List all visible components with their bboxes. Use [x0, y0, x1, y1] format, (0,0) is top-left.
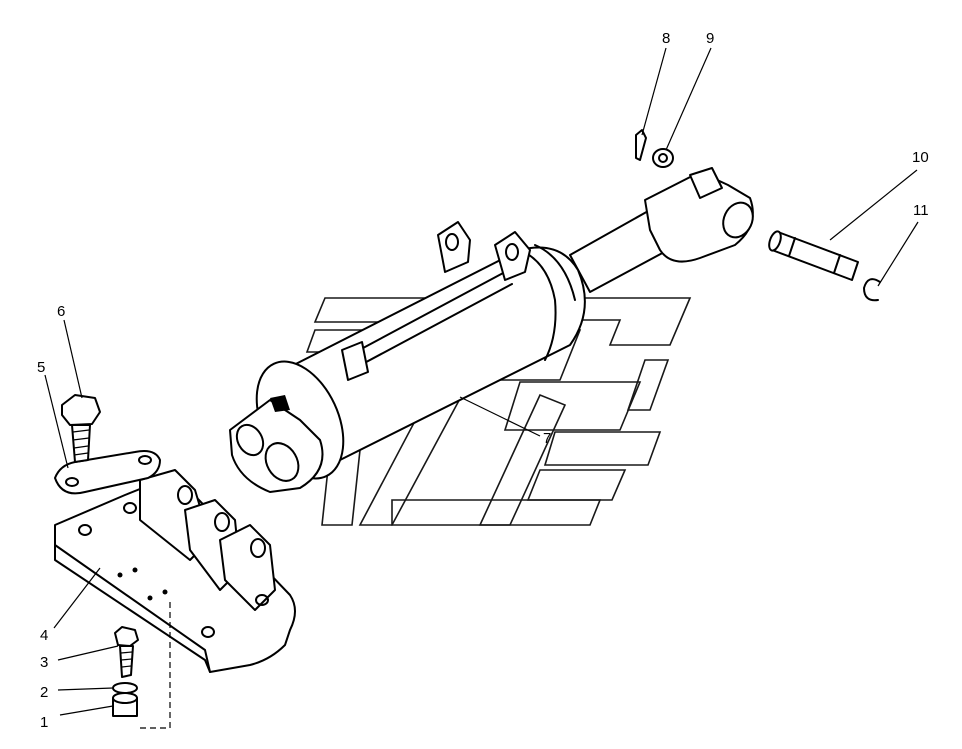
pin-washer [652, 148, 674, 168]
callout-4: 4 [40, 627, 48, 644]
clevis-pin [768, 230, 859, 281]
callout-11: 11 [913, 202, 929, 219]
callout-2: 2 [40, 684, 48, 701]
callout-9: 9 [706, 30, 714, 47]
callout-5: 5 [37, 359, 45, 376]
mounting-bracket [54, 469, 296, 673]
snap-ring [863, 278, 881, 302]
callout-labels: 1 2 3 4 5 6 7 8 9 10 11 [37, 30, 929, 731]
callout-8: 8 [662, 30, 670, 47]
washer [112, 682, 138, 694]
bolt-top [61, 394, 101, 463]
cotter-pin [635, 129, 647, 161]
assembly-guides [140, 600, 171, 729]
bolt-bottom [114, 626, 139, 678]
hydraulic-cylinder [229, 167, 754, 493]
leader-lines [44, 47, 919, 716]
callout-6: 6 [57, 303, 65, 320]
callout-10: 10 [912, 149, 929, 166]
nut [112, 692, 138, 717]
callout-3: 3 [40, 654, 48, 671]
callout-7: 7 [543, 430, 551, 447]
callout-1: 1 [40, 714, 48, 731]
